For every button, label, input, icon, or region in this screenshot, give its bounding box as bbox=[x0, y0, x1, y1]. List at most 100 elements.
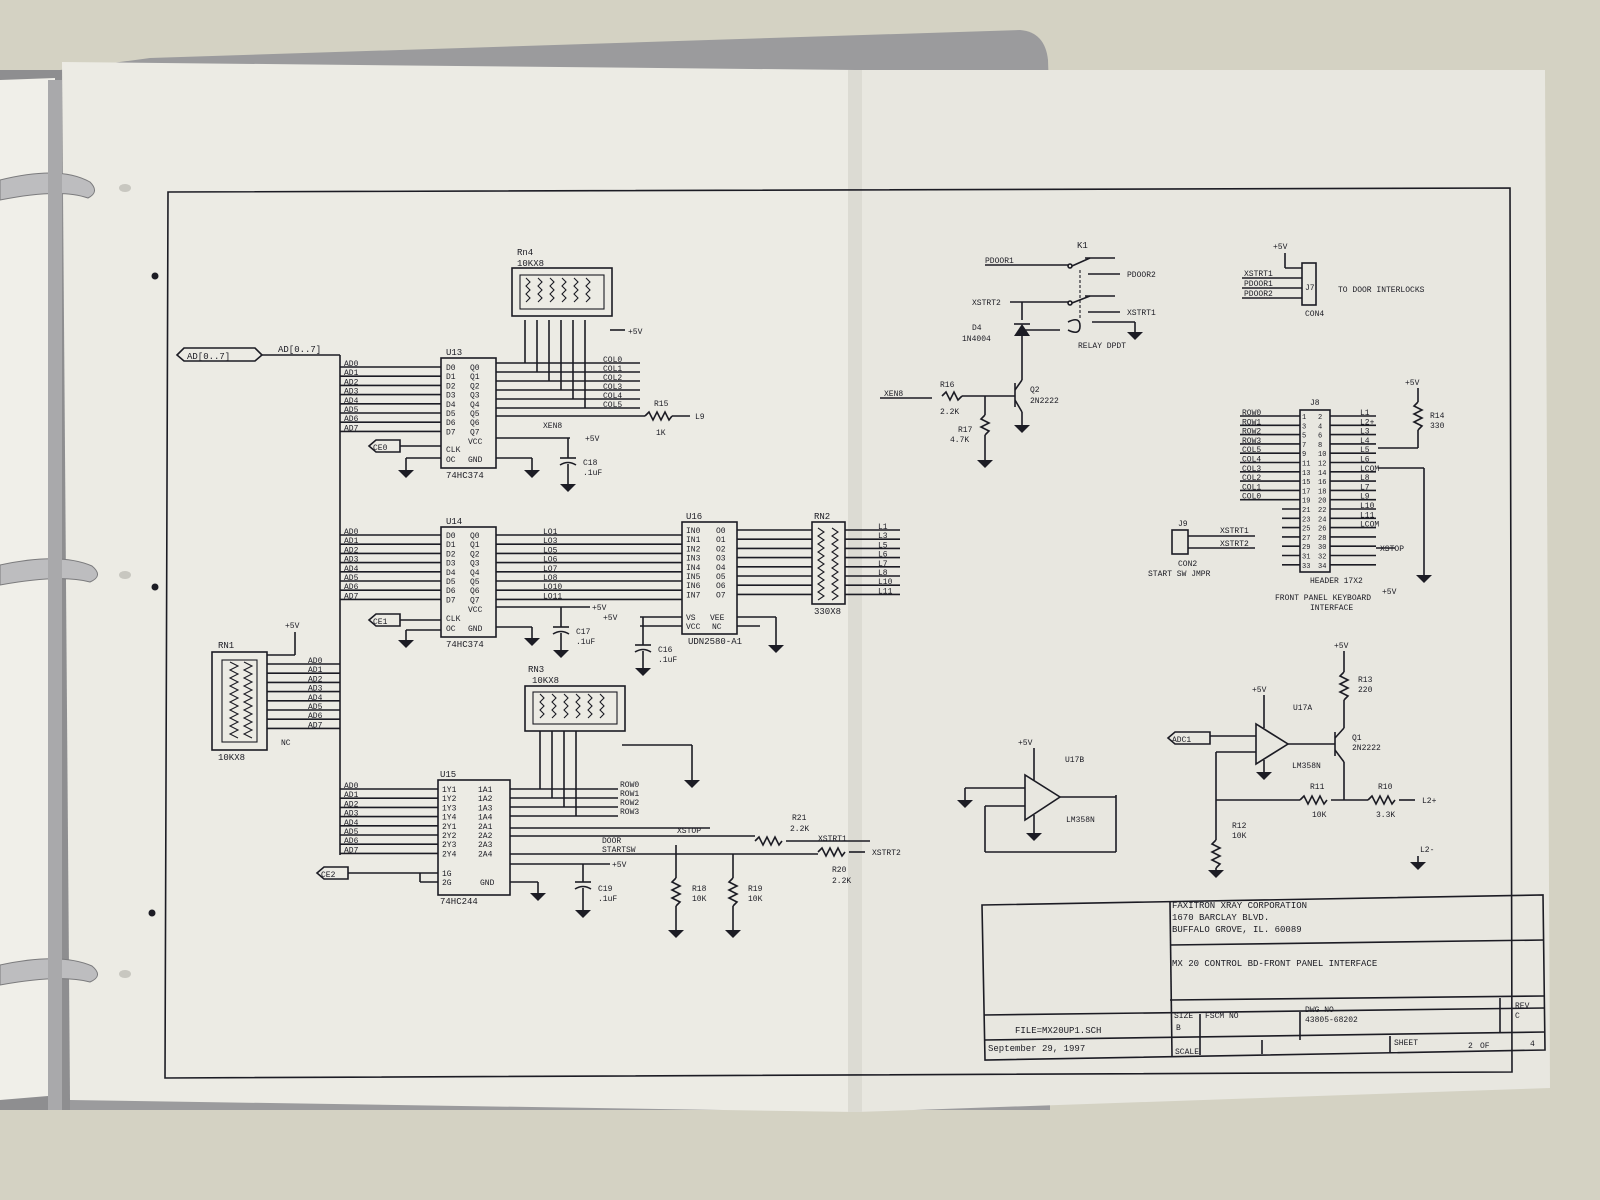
tb-size: B bbox=[1176, 1024, 1181, 1033]
xstrt2-label-j9: XSTRT2 bbox=[1220, 540, 1249, 549]
c19: C19 .1uF bbox=[574, 864, 617, 918]
ground-symbol bbox=[684, 780, 700, 788]
rn1-ad-label: AD4 bbox=[308, 694, 323, 703]
u16-pin-in: IN2 bbox=[686, 545, 701, 554]
u14-pin-in: D2 bbox=[446, 550, 456, 559]
u15-pin-out: 1A2 bbox=[478, 795, 493, 804]
ground-symbol bbox=[398, 640, 414, 648]
r17-value: 4.7K bbox=[950, 436, 969, 445]
rn4: Rn4 10KX8 +5V bbox=[511, 248, 643, 337]
l-label: L1 bbox=[878, 523, 888, 532]
u17b-part: LM358N bbox=[1066, 816, 1095, 825]
j8-part: HEADER 17X2 bbox=[1310, 577, 1363, 586]
u15-pin-out: 2A2 bbox=[478, 832, 493, 841]
u15-ad-label: AD5 bbox=[344, 828, 359, 837]
ground-symbol bbox=[553, 650, 569, 658]
rn4-value: 10KX8 bbox=[517, 259, 544, 269]
j8-pin-num: 6 bbox=[1318, 433, 1322, 441]
j8-pin-num: 29 bbox=[1302, 544, 1310, 552]
j8-pin-num: 4 bbox=[1318, 423, 1322, 431]
ground-symbol bbox=[1026, 833, 1042, 841]
u15-ad-label: AD2 bbox=[344, 800, 359, 809]
r18-value: 10K bbox=[692, 895, 707, 904]
u15-pin-out: 1A4 bbox=[478, 814, 493, 823]
ce1-label: CE1 bbox=[373, 618, 388, 627]
ground-symbol bbox=[1208, 870, 1224, 878]
j8-ref: J8 bbox=[1310, 399, 1320, 408]
r12: R12 10K bbox=[1208, 800, 1247, 878]
r18: R18 10K bbox=[668, 845, 707, 938]
u17a-part: LM358N bbox=[1292, 762, 1321, 771]
col3-label: COL3 bbox=[603, 383, 622, 392]
j8-left-label: COL1 bbox=[1242, 483, 1261, 492]
u16-pin-out: O3 bbox=[716, 555, 726, 564]
q1: Q1 2N2222 bbox=[1334, 727, 1381, 800]
u14-pin-in: D5 bbox=[446, 578, 456, 587]
row1-label: ROW1 bbox=[620, 790, 639, 799]
c19-ref: C19 bbox=[598, 885, 613, 894]
c16: C16 .1uF bbox=[634, 617, 677, 676]
u14-ad-label: AD3 bbox=[344, 556, 359, 565]
u17b-5v: +5V bbox=[1018, 739, 1033, 748]
u14-pin-in: D1 bbox=[446, 541, 456, 550]
tb-title: MX 20 CONTROL BD-FRONT PANEL INTERFACE bbox=[1172, 959, 1377, 969]
j8-pin-num: 3 bbox=[1302, 423, 1306, 431]
q2-part: 2N2222 bbox=[1030, 397, 1059, 406]
u13-pin-out: Q5 bbox=[470, 410, 480, 419]
r15-value: 1K bbox=[656, 429, 666, 438]
j8-pin-num: 24 bbox=[1318, 516, 1326, 524]
r19: R19 10K bbox=[725, 854, 763, 938]
j8-pin-num: 1 bbox=[1302, 414, 1306, 422]
j8-pin-num: 17 bbox=[1302, 488, 1310, 496]
u14-pin-out: Q7 bbox=[470, 596, 480, 605]
r10-value: 3.3K bbox=[1376, 811, 1395, 820]
u14-gnd-label: GND bbox=[468, 625, 483, 634]
u16-pin-out: O1 bbox=[716, 536, 726, 545]
u16-pin-in: IN6 bbox=[686, 582, 701, 591]
c18-5v: +5V bbox=[585, 435, 600, 444]
l-label: L10 bbox=[878, 578, 893, 587]
j8-pin-num: 25 bbox=[1302, 526, 1310, 534]
c18: +5V C18 .1uF bbox=[496, 435, 602, 492]
r16: XEN8 R16 2.2K bbox=[880, 381, 1015, 417]
u14-ref: U14 bbox=[446, 517, 462, 527]
c18-ref: C18 bbox=[583, 459, 598, 468]
u13-clk-label: CLK bbox=[446, 446, 461, 455]
u15-pin-in: 2Y3 bbox=[442, 841, 457, 850]
u13-pin-in: D3 bbox=[446, 392, 456, 401]
j8-pin-num: 9 bbox=[1302, 451, 1306, 459]
c16-value: .1uF bbox=[658, 656, 677, 665]
lo-label: LO3 bbox=[543, 537, 558, 546]
u15-pin-out: 1A1 bbox=[478, 786, 493, 795]
pdoor1-label: PDOOR1 bbox=[985, 257, 1014, 266]
u16-nc: NC bbox=[712, 623, 722, 632]
u13-pin-out: Q4 bbox=[470, 401, 480, 410]
l-label: L11 bbox=[878, 587, 893, 596]
j8-right-label: L2+ bbox=[1360, 418, 1375, 427]
ground-symbol bbox=[1256, 772, 1272, 780]
j8-pin-num: 34 bbox=[1318, 563, 1326, 571]
c17-ref: C17 bbox=[576, 628, 591, 637]
u17a-ref: U17A bbox=[1293, 704, 1312, 713]
tb-size-label: SIZE bbox=[1174, 1012, 1193, 1021]
u16-pin-out: O7 bbox=[716, 591, 726, 600]
j8-right-label: L6 bbox=[1360, 456, 1370, 465]
u15-pin-in: 2Y2 bbox=[442, 832, 457, 841]
u13-pin-in: D1 bbox=[446, 373, 456, 382]
u15-ad-label: AD7 bbox=[344, 846, 359, 855]
ground-symbol bbox=[977, 460, 993, 468]
tb-rev: C bbox=[1515, 1012, 1520, 1021]
adc1-label: ADC1 bbox=[1172, 736, 1191, 745]
lo-label: LO10 bbox=[543, 583, 562, 592]
j8-pin-num: 14 bbox=[1318, 470, 1326, 478]
u17b-ref: U17B bbox=[1065, 756, 1084, 765]
ground-symbol bbox=[398, 470, 414, 478]
j8-pin-num: 16 bbox=[1318, 479, 1326, 487]
j8-pin-num: 26 bbox=[1318, 526, 1326, 534]
u13-gnd-label: GND bbox=[468, 456, 483, 465]
tb-of: OF bbox=[1480, 1042, 1490, 1051]
u14-pin-out: Q6 bbox=[470, 587, 480, 596]
j8-pin-num: 8 bbox=[1318, 442, 1322, 450]
